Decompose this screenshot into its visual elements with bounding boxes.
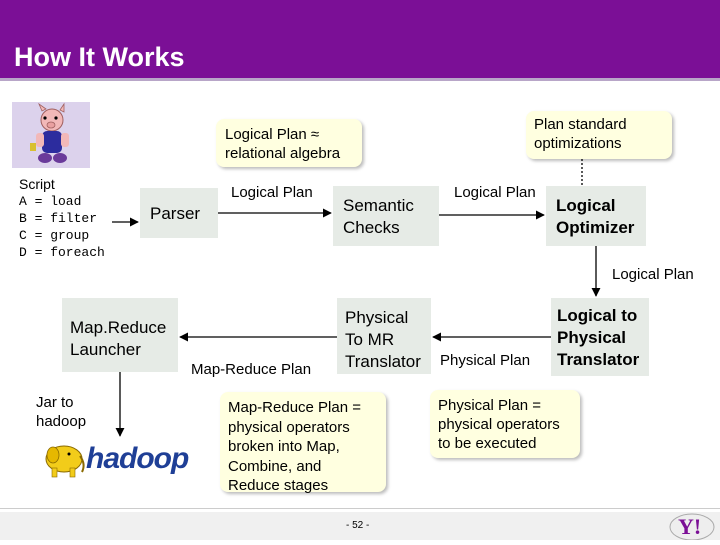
physical-to-mr-label: Physical To MR Translator [345,307,421,373]
note-text: Logical Plan ≈ relational algebra [225,125,340,163]
semantic-line: Checks [343,218,400,237]
title-bar [0,0,720,78]
note-line: broken into Map, [228,438,340,455]
semantic-checks-label: Semantic Checks [343,195,414,239]
physical-to-mr-line: To MR [345,330,395,349]
note-line: Physical Plan = [438,397,541,414]
semantic-checks-box: Semantic Checks [333,186,439,246]
semantic-line: Semantic [343,196,414,215]
pig-mascot-image [12,102,90,168]
standard-optimizations-note: Plan standard optimizations [526,111,672,159]
note-text: Plan standard optimizations [534,115,627,153]
launcher-label: Map.Reduce Launcher [70,317,166,361]
logical-plan-label-2: Logical Plan [454,184,536,201]
slide-title: How It Works [14,42,185,72]
yahoo-logo: Y! [668,510,716,541]
note-line: relational algebra [225,145,341,162]
footer-band [0,512,720,540]
note-line: physical operators [228,418,350,436]
script-code: A = load B = filter C = group D = foreac… [19,193,105,261]
hadoop-logo: hadoop [42,440,198,480]
jar-line: Jar to [36,394,74,411]
translator-line: Physical [557,328,626,347]
launcher-line: Map.Reduce [70,318,167,337]
launcher-line: Launcher [70,340,141,359]
note-line: Plan standard [534,116,627,133]
relational-algebra-note: Logical Plan ≈ relational algebra [216,119,362,167]
note-line: optimizations [534,135,622,152]
yahoo-wordmark: Y! [678,514,702,539]
jar-to-hadoop-label: Jar to hadoop [36,393,86,431]
physical-to-mr-line: Translator [345,352,421,371]
page-number: - 52 - [346,520,370,531]
logical-optimizer-box: Logical Optimizer [546,186,646,246]
logical-plan-label-3: Logical Plan [612,266,694,283]
note-line: Map-Reduce Plan = [228,399,361,416]
script-line: B = filter [19,211,98,226]
note-line: Logical Plan ≈ [225,126,320,143]
physical-plan-note: Physical Plan = physical operators to be… [430,390,580,458]
note-text: Map-Reduce Plan = physical operators bro… [228,398,361,496]
translator-line: Logical to [557,306,638,325]
optimizer-line: Optimizer [556,218,635,237]
script-line: D = foreach [19,245,105,260]
script-line: C = group [19,228,90,243]
parser-box: Parser [140,188,218,238]
note-line: physical operators [438,416,560,433]
hadoop-wordmark: hadoop [86,442,189,475]
map-reduce-plan-note: Map-Reduce Plan = physical operators bro… [220,392,386,494]
translator-label: Logical to Physical Translator [557,305,639,371]
note-text: Physical Plan = physical operators to be… [438,396,560,453]
script-line: A = load [19,194,82,209]
optimizer-line: Logical [556,196,616,215]
optimizer-label: Logical Optimizer [556,195,634,239]
footer-divider [0,508,720,509]
note-line: to be executed [438,435,537,452]
script-heading: Script [19,176,55,192]
mapreduce-launcher-box: Map.Reduce Launcher [62,298,178,372]
physical-to-mr-box: Physical To MR Translator [337,298,431,374]
map-reduce-plan-label: Map-Reduce Plan [191,361,312,378]
title-divider [0,78,720,81]
note-line: Reduce stages [228,477,329,494]
parser-label: Parser [150,204,201,223]
note-line: Combine, and [228,457,322,475]
jar-line: hadoop [36,413,87,430]
logical-plan-label-1: Logical Plan [231,184,313,201]
translator-line: Translator [557,350,640,369]
logical-to-physical-box: Logical to Physical Translator [551,298,649,376]
physical-to-mr-line: Physical [345,308,409,327]
physical-plan-label: Physical Plan [440,352,531,369]
